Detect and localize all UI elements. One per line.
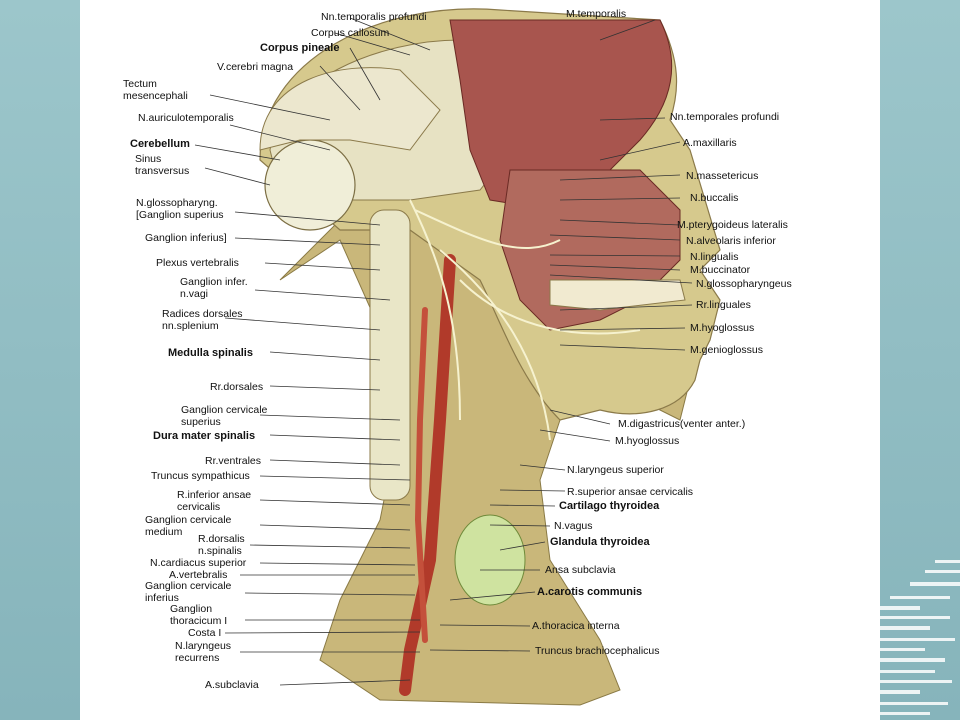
label-m-temporalis: M.temporalis bbox=[566, 8, 627, 20]
label-rr-dorsales: Rr.dorsales bbox=[210, 381, 264, 393]
label-r-inferior-ansae: R.inferior ansae cervicalis bbox=[177, 489, 252, 513]
label-a-thoracica-interna: A.thoracica interna bbox=[532, 620, 620, 632]
jaw-teeth bbox=[549, 279, 686, 311]
label-costa-i: Costa I bbox=[188, 627, 222, 639]
label-n-buccalis: N.buccalis bbox=[690, 192, 739, 204]
label-m-hyoglossus-upper: M.hyoglossus bbox=[690, 322, 755, 334]
label-ansa-subclavia: Ansa subclavia bbox=[545, 564, 616, 576]
label-medulla-spinalis: Medulla spinalis bbox=[168, 347, 253, 359]
label-ganglion-cervicale-superius: Ganglion cervicale superius bbox=[181, 404, 268, 428]
anatomy-illustration bbox=[194, 8, 721, 706]
label-plexus-vertebralis: Plexus vertebralis bbox=[156, 257, 239, 269]
label-sinus-transversus: Sinus transversus bbox=[135, 153, 190, 177]
label-glandula-thyroidea: Glandula thyroidea bbox=[550, 536, 650, 548]
carotid-artery bbox=[399, 254, 456, 696]
label-m-digastricus: M.digastricus(venter anter.) bbox=[618, 418, 746, 430]
label-a-subclavia: A.subclavia bbox=[205, 679, 259, 691]
illustration-page: Nn.temporalis profundi Corpus callosum C… bbox=[80, 0, 880, 720]
label-ganglion-cervicale-medium: Ganglion cervicale medium bbox=[145, 514, 232, 538]
label-v-cerebri-magna: V.cerebri magna bbox=[217, 61, 294, 73]
label-radices-dorsales: Radices dorsales nn.splenium bbox=[162, 308, 243, 332]
label-rr-ventrales: Rr.ventrales bbox=[205, 455, 262, 467]
label-ganglion-thoracicum: Ganglion thoracicum I bbox=[170, 603, 228, 627]
label-n-glossopharyngeus: N.glossopharyngeus bbox=[696, 278, 792, 290]
label-n-laryngeus-recurrens: N.laryngeus recurrens bbox=[175, 640, 232, 664]
cerebellum-shape bbox=[264, 139, 356, 231]
nerve-lines bbox=[409, 199, 641, 441]
label-n-laryngeus-superior: N.laryngeus superior bbox=[567, 464, 664, 476]
slide-background-left bbox=[0, 0, 80, 720]
label-n-cardiacus-superior: N.cardiacus superior bbox=[150, 557, 247, 569]
label-ganglion-inferius: Ganglion inferius] bbox=[145, 232, 227, 244]
label-corpus-callosum: Corpus callosum bbox=[311, 27, 390, 39]
label-n-vagus: N.vagus bbox=[554, 520, 593, 532]
label-n-massetericus: N.massetericus bbox=[686, 170, 759, 182]
label-truncus-sympathicus: Truncus sympathicus bbox=[151, 470, 250, 482]
label-a-carotis-communis: A.carotis communis bbox=[537, 586, 643, 598]
label-cerebellum: Cerebellum bbox=[130, 138, 190, 150]
label-n-alveolaris-inferior: N.alveolaris inferior bbox=[686, 235, 776, 247]
label-n-auriculotemporalis: N.auriculotemporalis bbox=[138, 112, 234, 124]
label-r-superior-ansae: R.superior ansae cervicalis bbox=[567, 486, 694, 498]
leader-lines bbox=[194, 17, 693, 686]
slide-background-right bbox=[880, 0, 960, 720]
label-n-glossopharyng: N.glossopharyng. [Ganglion superius bbox=[136, 197, 224, 221]
label-a-vertebralis: A.vertebralis bbox=[169, 569, 228, 581]
label-r-dorsalis: R.dorsalis n.spinalis bbox=[198, 533, 245, 557]
label-ganglion-cervicale-inferius: Ganglion cervicale inferius bbox=[145, 580, 232, 604]
label-truncus-brachiocephalicus: Truncus brachiocephalicus bbox=[535, 645, 660, 657]
label-m-pterygoideus-lateralis: M.pterygoideus lateralis bbox=[677, 219, 788, 231]
label-m-hyoglossus-lower: M.hyoglossus bbox=[615, 435, 680, 447]
label-tectum-mesencephali: Tectum mesencephali bbox=[123, 78, 188, 102]
label-n-lingualis: N.lingualis bbox=[690, 251, 739, 263]
label-corpus-pineale: Corpus pineale bbox=[260, 42, 340, 54]
label-nn-temporalis-profundi: Nn.temporalis profundi bbox=[321, 11, 427, 23]
spinal-column bbox=[369, 209, 411, 501]
label-rr-linguales: Rr.linguales bbox=[696, 299, 751, 311]
vertebral-artery bbox=[414, 307, 428, 643]
label-ganglion-infer-n-vagi: Ganglion infer. n.vagi bbox=[180, 276, 248, 300]
label-cartilago-thyroidea: Cartilago thyroidea bbox=[559, 500, 660, 512]
label-m-buccinator: M.buccinator bbox=[690, 264, 751, 276]
brain-region bbox=[259, 67, 441, 151]
label-dura-mater-spinalis: Dura mater spinalis bbox=[153, 430, 256, 442]
label-a-maxillaris: A.maxillaris bbox=[683, 137, 737, 149]
decorative-stripes bbox=[880, 560, 960, 715]
label-m-genioglossus: M.genioglossus bbox=[690, 344, 763, 356]
thyroid-gland bbox=[454, 514, 526, 606]
label-nn-temporales-profundi: Nn.temporales profundi bbox=[670, 111, 780, 123]
